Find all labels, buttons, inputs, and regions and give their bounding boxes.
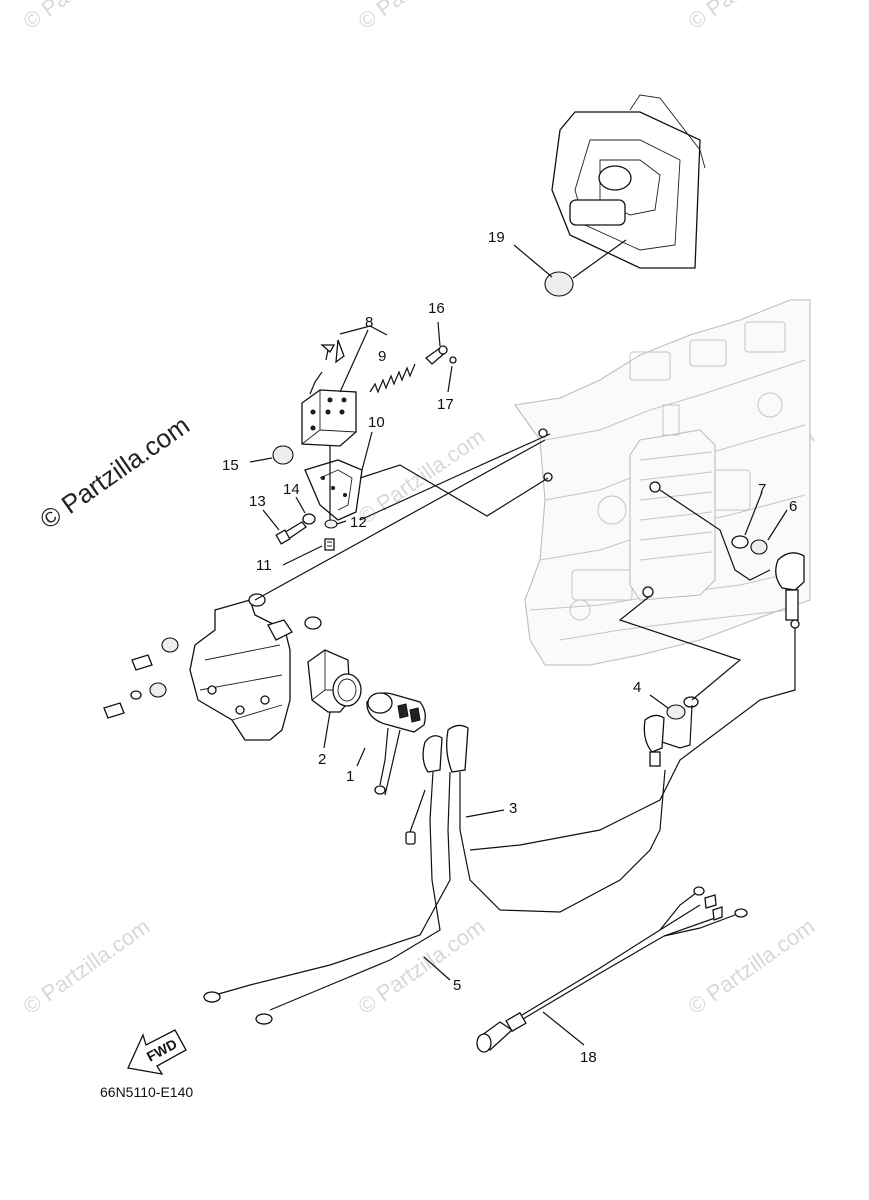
watermark-top-left: © Partzilla.com xyxy=(19,0,155,34)
callout-3: 3 xyxy=(509,800,517,817)
callout-16: 16 xyxy=(428,300,445,317)
starter-ground-wire xyxy=(618,595,742,701)
fwd-arrow-badge: FWD xyxy=(127,1029,187,1075)
watermark-top-center: © Partzilla.com xyxy=(354,0,490,34)
callout-13: 13 xyxy=(249,493,266,510)
callout-1: 1 xyxy=(346,768,354,785)
assembly-guide-line-3 xyxy=(254,439,546,601)
assembly-guide-line-2 xyxy=(359,464,549,517)
watermark-bottom-right: © Partzilla.com xyxy=(684,914,820,1020)
callout-5: 5 xyxy=(453,977,461,994)
callout-10: 10 xyxy=(368,414,385,431)
callout-6: 6 xyxy=(789,498,797,515)
callout-14: 14 xyxy=(283,481,300,498)
part-10-bracket xyxy=(304,431,373,524)
part-7-nut xyxy=(731,491,768,555)
battery-positive-wire xyxy=(659,489,771,581)
part-15-grommet xyxy=(249,445,294,465)
part-6-cap xyxy=(767,509,805,629)
watermark-top-right: © Partzilla.com xyxy=(684,0,820,34)
part-18-harness xyxy=(476,886,748,1053)
part-4-cable-end xyxy=(643,694,699,767)
mounting-bracket-assembly xyxy=(103,593,322,741)
part-12-collar xyxy=(324,519,347,529)
part-13-bolt xyxy=(262,509,307,545)
engine-terminal-lower xyxy=(642,586,654,598)
callout-4: 4 xyxy=(633,679,641,696)
callout-9: 9 xyxy=(378,348,386,365)
grommet xyxy=(544,271,574,297)
callout-8: 8 xyxy=(365,314,373,331)
part-16-bolt xyxy=(424,321,448,365)
engine-terminal-upper xyxy=(649,481,661,493)
part-8-relay-unit xyxy=(301,325,388,447)
diagram-reference-code: 66N5110-E140 xyxy=(100,1084,193,1100)
part-5-leader xyxy=(423,956,451,981)
part-1-starter-relay xyxy=(356,692,426,796)
assembly-guide-line-1 xyxy=(359,433,551,521)
callout-12: 12 xyxy=(350,514,367,531)
callout-19: 19 xyxy=(488,229,505,246)
part-17-clip xyxy=(447,356,457,393)
callout-18: 18 xyxy=(580,1049,597,1066)
part-11-screw xyxy=(282,538,335,566)
callout-7: 7 xyxy=(758,481,766,498)
part-19-cover-grommet xyxy=(513,94,706,297)
engine-block-illustration xyxy=(514,299,811,666)
watermark-large: © Partzilla.com xyxy=(34,410,195,535)
callout-15: 15 xyxy=(222,457,239,474)
callout-2: 2 xyxy=(318,751,326,768)
callout-labels: 1 2 3 4 5 6 7 8 9 10 11 12 13 14 15 16 1… xyxy=(222,229,797,1066)
part-9-spring xyxy=(369,363,416,394)
callout-17: 17 xyxy=(437,396,454,413)
watermark-bottom-left: © Partzilla.com xyxy=(19,914,155,1020)
long-cable-right xyxy=(469,628,796,851)
part-2-holder xyxy=(307,649,362,749)
part-14-washer xyxy=(295,496,316,525)
battery-cable-caps xyxy=(203,724,666,1025)
callout-11: 11 xyxy=(256,557,272,574)
